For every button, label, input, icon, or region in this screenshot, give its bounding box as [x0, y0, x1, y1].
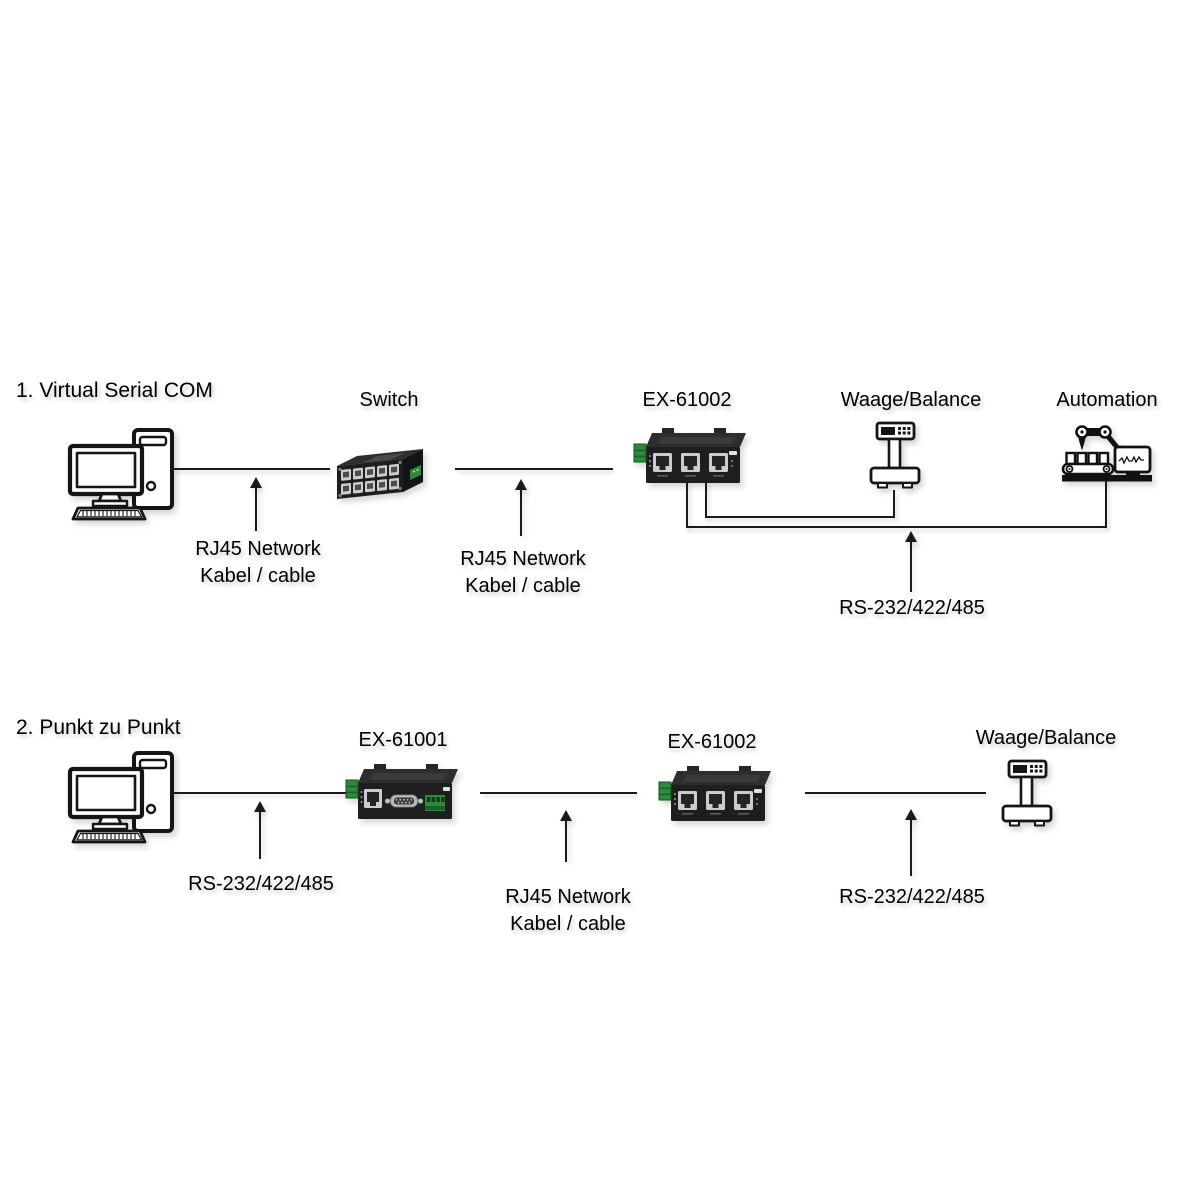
serial-server-ex61002-icon [633, 428, 746, 483]
cable-pc-switch-line [172, 468, 330, 470]
serial-wire [705, 516, 895, 518]
automation-label: Automation [1056, 389, 1158, 411]
automation-robot-icon [1061, 425, 1152, 482]
arrow-head [250, 477, 262, 488]
ethernet-switch-icon [337, 449, 423, 499]
cable-switch-server-label: RJ45 Network Kabel / cable [460, 548, 586, 597]
serial-pc-label: RS-232/422/485 [188, 873, 334, 895]
arrow-head [254, 801, 266, 812]
serial-server-ex61001-icon [345, 764, 458, 819]
serial-bus-label: RS-232/422/485 [839, 597, 985, 619]
switch-label: Switch [359, 389, 419, 411]
serial-wire [1105, 480, 1107, 528]
serial-pc-line [172, 792, 350, 794]
arrow-shaft [255, 486, 257, 531]
serial-wire [705, 482, 707, 518]
arrow-head [560, 810, 572, 821]
cable-pc-switch-label: RJ45 Network Kabel / cable [195, 538, 321, 587]
serial-server-ex61002-icon [658, 766, 771, 821]
cable-servers-label: RJ45 Network Kabel / cable [505, 886, 631, 935]
up-arrow-icon [560, 810, 572, 862]
serial-scale-label: RS-232/422/485 [839, 886, 985, 908]
arrow-shaft [520, 488, 522, 536]
up-arrow-icon [254, 801, 266, 859]
server-ex61001-label: EX-61001 [358, 729, 448, 751]
arrow-shaft [910, 818, 912, 876]
scenario-1-title: 1. Virtual Serial COM [16, 379, 213, 402]
up-arrow-icon [250, 477, 262, 531]
scale-label: Waage/Balance [975, 727, 1117, 749]
serial-wire [893, 490, 895, 518]
serial-wire [686, 526, 1107, 528]
scale-label: Waage/Balance [840, 389, 982, 411]
weighing-scale-icon [869, 421, 921, 489]
arrow-shaft [910, 540, 912, 592]
weighing-scale-icon [1001, 759, 1053, 827]
serial-wire [686, 482, 688, 528]
cable-switch-server-line [455, 468, 613, 470]
cable-servers-line [480, 792, 637, 794]
arrow-shaft [565, 819, 567, 862]
arrow-head [905, 531, 917, 542]
desktop-pc-icon [67, 428, 174, 521]
scenario-2-title: 2. Punkt zu Punkt [16, 716, 181, 739]
server-ex61002-label: EX-61002 [642, 389, 732, 411]
serial-scale-line [805, 792, 986, 794]
arrow-head [515, 479, 527, 490]
server-ex61002-label: EX-61002 [667, 731, 757, 753]
up-arrow-icon [515, 479, 527, 536]
up-arrow-icon [905, 531, 917, 592]
arrow-shaft [259, 810, 261, 859]
arrow-head [905, 809, 917, 820]
up-arrow-icon [905, 809, 917, 876]
desktop-pc-icon [67, 751, 174, 844]
